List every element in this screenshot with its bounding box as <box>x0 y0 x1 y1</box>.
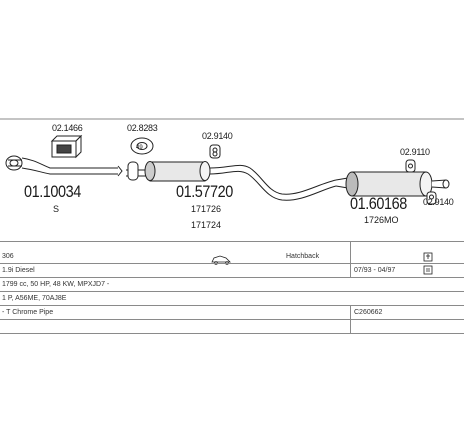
rear-silencer-number: 01.60168 <box>350 194 407 213</box>
clamp-part-drawing <box>50 134 83 159</box>
vehicle-model: 306 <box>2 253 14 260</box>
hanger-part-drawing <box>209 144 221 159</box>
info-icons <box>423 252 433 275</box>
middle-silencer-ref1: 171726 <box>191 204 222 214</box>
vehicle-dates: 07/93 - 04/97 <box>354 267 396 274</box>
middle-silencer-number: 01.57720 <box>176 182 233 201</box>
part-code-rear-hanger: 02.9110 <box>400 147 430 157</box>
part-code-hanger: 02.9140 <box>202 131 233 141</box>
pipe-option: - T Chrome Pipe <box>2 309 54 316</box>
table-divider-1 <box>350 241 351 277</box>
vehicle-spec: 1799 cc, 50 HP, 48 KW, MPXJD7 - <box>2 281 110 288</box>
rear-silencer-drawing <box>335 171 450 197</box>
rear-silencer-ref1: 1726MO <box>364 215 399 225</box>
front-pipe-sub: S <box>53 204 60 214</box>
vehicle-engine: 1.9i Diesel <box>2 267 35 274</box>
table-line-4 <box>0 291 464 292</box>
middle-silencer-ref2: 171724 <box>191 220 222 230</box>
catalog-number: C260662 <box>354 309 383 316</box>
front-pipe-drawing <box>5 155 123 177</box>
table-line-2 <box>0 263 464 264</box>
table-line-3 <box>0 277 464 278</box>
table-divider-2 <box>350 305 351 333</box>
part-code-rear-hanger2: 02.9140 <box>423 197 454 207</box>
vehicle-body: Hatchback <box>286 253 320 260</box>
table-line-1 <box>0 241 464 242</box>
table-line-6 <box>0 319 464 320</box>
middle-silencer-drawing <box>126 161 337 201</box>
vehicle-note: 1 P, A56ME, 70AJ8E <box>2 295 67 302</box>
rear-hanger2-part-drawing <box>426 191 437 205</box>
rear-hanger-part-drawing <box>405 159 416 173</box>
svg-text:49: 49 <box>136 145 143 151</box>
front-pipe-number: 01.10034 <box>24 182 81 201</box>
gasket-part-drawing: 49 <box>130 137 154 155</box>
part-code-gasket: 02.8283 <box>127 123 158 133</box>
table-line-7 <box>0 333 464 334</box>
table-line-5 <box>0 305 464 306</box>
part-code-clamp: 02.1466 <box>52 123 83 133</box>
